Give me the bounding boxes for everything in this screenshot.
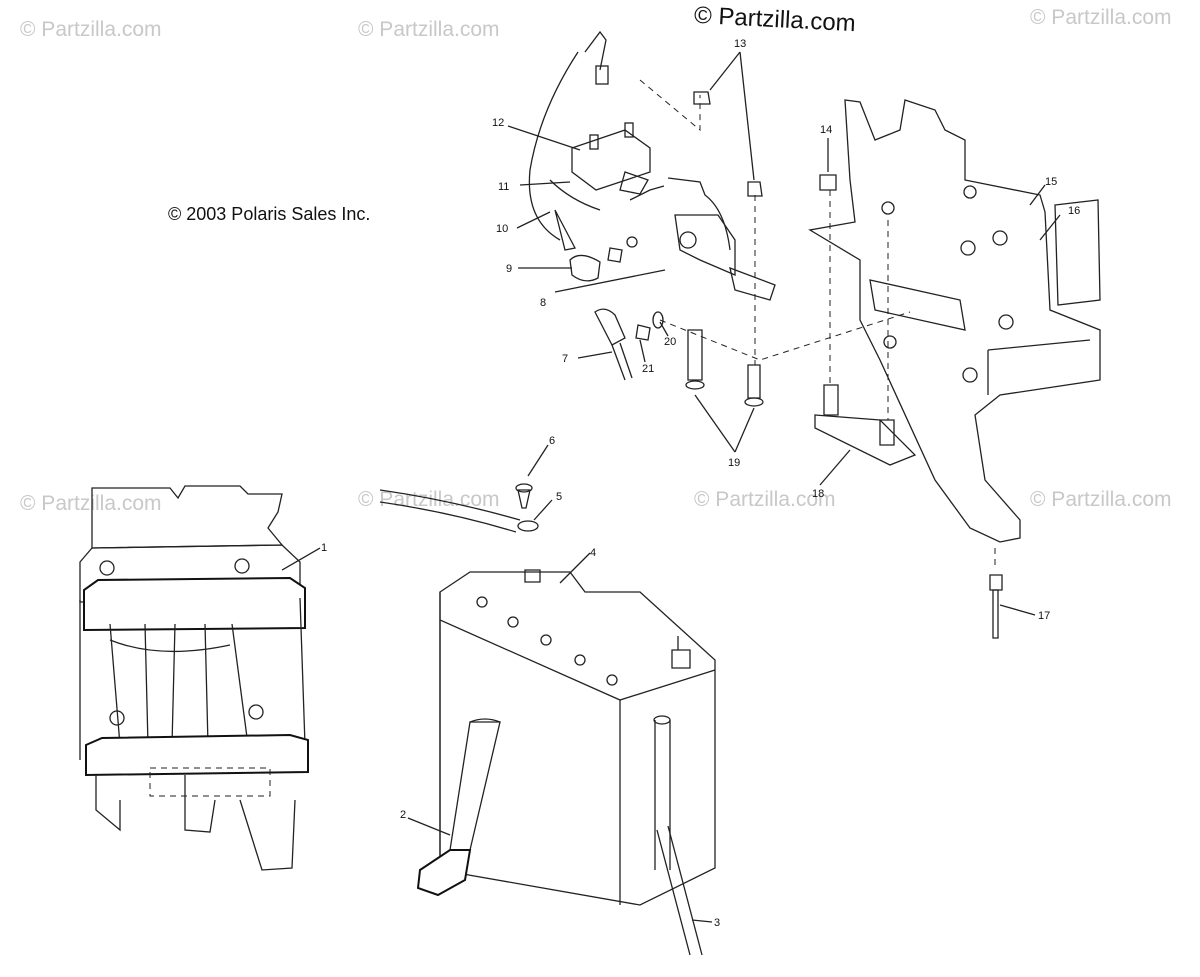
battery — [439, 569, 716, 906]
watermark-mid-center: © Partzilla.com — [694, 488, 836, 511]
watermark-top-right: © Partzilla.com — [1030, 6, 1172, 29]
callout-13: 13 — [734, 38, 746, 50]
callout-6: 6 — [549, 435, 555, 447]
callout-18: 18 — [812, 488, 824, 500]
watermark-top-left: © Partzilla.com — [20, 18, 162, 41]
warning-decal — [1054, 199, 1101, 306]
callout-12: 12 — [492, 117, 504, 129]
callout-4: 4 — [590, 547, 596, 559]
callout-1: 1 — [321, 542, 327, 554]
callout-19: 19 — [728, 457, 740, 469]
callout-15: 15 — [1045, 176, 1057, 188]
callout-16: 16 — [1068, 205, 1080, 217]
callout-3: 3 — [714, 917, 720, 929]
mounting-pad — [814, 174, 917, 466]
callout-2: 2 — [400, 809, 406, 821]
battery-bracket — [808, 99, 1101, 543]
copyright-notice: © 2003 Polaris Sales Inc. — [168, 204, 371, 224]
watermark-mid-left: © Partzilla.com — [20, 492, 162, 515]
callout-10: 10 — [496, 223, 508, 235]
callout-8: 8 — [540, 297, 546, 309]
callout-9: 9 — [506, 263, 512, 275]
callout-21: 21 — [642, 363, 654, 375]
watermark-mid-right: © Partzilla.com — [1030, 488, 1172, 511]
rivet — [989, 548, 1003, 639]
callout-14: 14 — [820, 124, 832, 136]
callout-11: 11 — [498, 181, 509, 193]
callout-17: 17 — [1038, 610, 1050, 622]
leader-lines — [281, 51, 1061, 923]
callout-20: 20 — [664, 336, 676, 348]
callout-5: 5 — [556, 491, 562, 503]
watermark-top-center-left: © Partzilla.com — [358, 18, 500, 41]
solenoid-assembly — [528, 30, 911, 407]
battery-strap — [416, 718, 501, 897]
callout-7: 7 — [562, 353, 568, 365]
battery-cable-terminal — [379, 483, 539, 533]
battery-box — [79, 485, 309, 871]
vent-hose — [653, 715, 703, 956]
callout-labels: 1 2 3 4 5 6 7 8 9 10 11 12 13 14 15 16 1… — [321, 38, 1080, 929]
